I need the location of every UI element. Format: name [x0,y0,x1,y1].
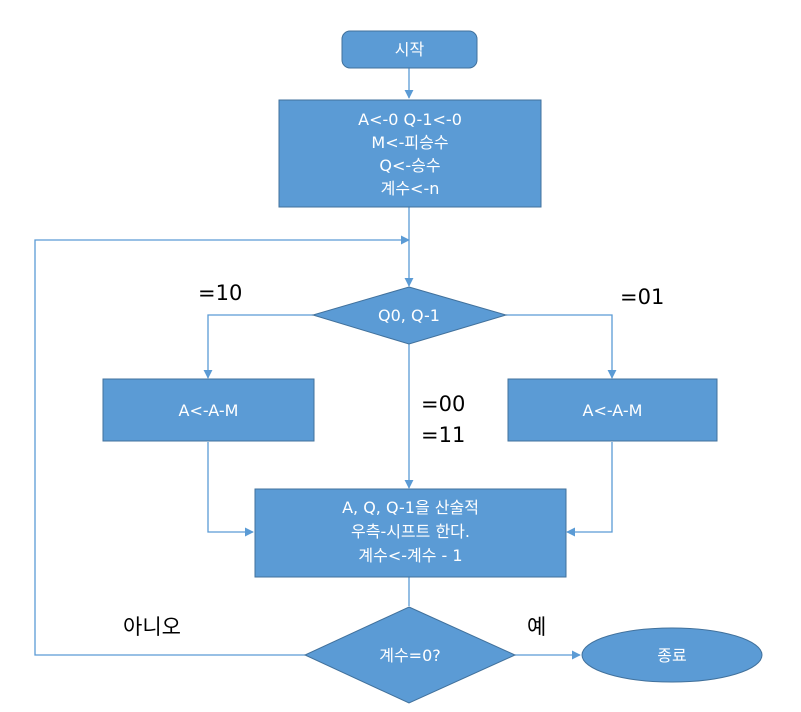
connectors [34,68,617,660]
left-op-label: A<-A-M [179,401,239,420]
end-label: 종료 [657,646,686,665]
edge-label-yes: 예 [527,615,546,639]
init-process: A<-0 Q-1<-0 M<-피승수 Q<-승수 계수<-n [278,99,542,208]
right-subtract-process: A<-A-M [507,378,718,442]
left-subtract-process: A<-A-M [102,378,315,442]
edge-labels: =10 =01 =00 =11 아니오 예 [123,281,664,639]
count-decision: 계수=0? [303,606,517,704]
arrow-right-op-to-shift [566,442,613,537]
shift-line-1: A, Q, Q-1을 산술적 [342,498,479,517]
arrow-decision-to-left-op [203,314,313,379]
arrow-decision-to-right-op [506,314,617,379]
shift-line-3: 계수<-계수 - 1 [358,546,462,565]
edge-label-no: 아니오 [123,615,181,639]
edge-label-00: =00 [421,392,465,416]
right-op-label: A<-A-M [583,401,643,420]
init-line-1: A<-0 Q-1<-0 [358,110,462,129]
init-line-3: Q<-승수 [379,156,440,175]
end-node: 종료 [581,627,763,683]
arrow-loop-back [34,235,410,656]
start-node: 시작 [341,30,478,69]
q-decision-label: Q0, Q-1 [378,306,440,325]
shift-line-2: 우측-시프트 한다. [351,522,470,541]
q-decision: Q0, Q-1 [311,286,508,345]
edge-label-10: =10 [198,281,242,305]
shift-process: A, Q, Q-1을 산술적 우측-시프트 한다. 계수<-계수 - 1 [254,488,567,578]
init-line-2: M<-피승수 [371,133,448,152]
init-line-4: 계수<-n [381,179,440,198]
edge-label-11: =11 [421,423,465,447]
start-label: 시작 [395,40,425,59]
edge-label-01: =01 [620,285,664,309]
count-decision-label: 계수=0? [379,646,441,665]
arrow-left-op-to-shift [207,442,254,537]
